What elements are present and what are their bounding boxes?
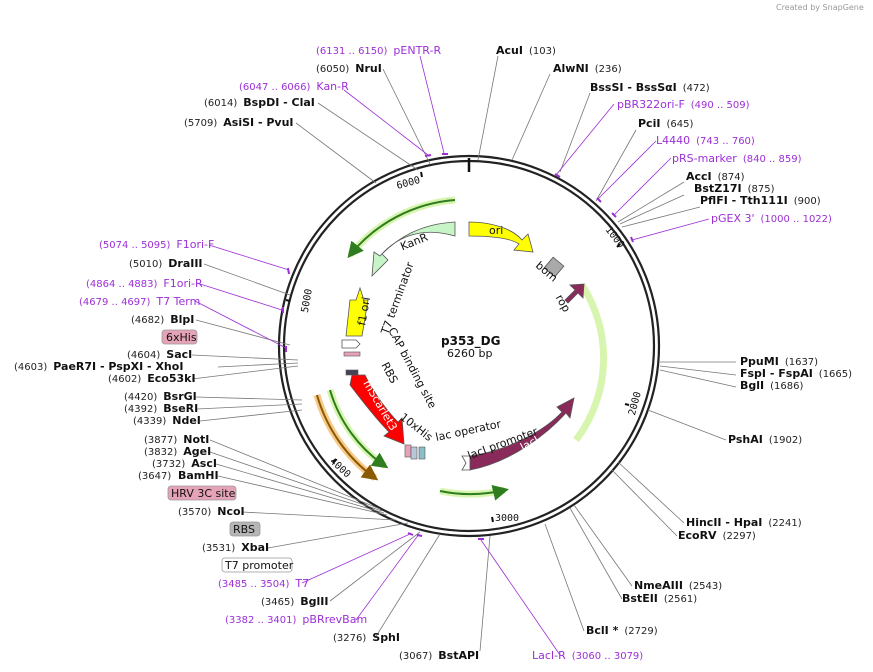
tick-6000: 6000: [395, 175, 421, 192]
laci-direction-halo: [573, 283, 608, 443]
primer-t7-term: (4679 .. 4697)T7 Term: [79, 295, 200, 308]
site-bgli: BglI(1686): [740, 379, 803, 392]
tick-3000: 3000: [495, 513, 519, 524]
sixhis-tag-mark: [404, 444, 412, 458]
t7-promoter-label: T7 promoter: [224, 559, 294, 572]
site-asci: (3732)AscI: [152, 457, 217, 470]
mscarlet-feature[interactable]: [349, 374, 405, 445]
primer-f1ori-f: (5074 .. 5095)F1ori-F: [99, 238, 214, 251]
site-pflfi: PflFI - Tth111I(900): [700, 194, 821, 207]
f1ori-label: f1 ori: [355, 296, 373, 327]
primer-marks: [282, 153, 634, 540]
hrv-region-arrow: [316, 394, 379, 481]
primer-kan-r: (6047 .. 6066)Kan-R: [239, 80, 349, 93]
rbs-mark: [418, 446, 426, 460]
primer-pgex3: pGEX 3'(1000 .. 1022): [711, 212, 832, 225]
site-nmeaiii: NmeAIII(2543): [634, 579, 722, 592]
rbs-inner-label: RBS: [379, 360, 401, 386]
site-agei: (3832)AgeI: [144, 445, 211, 458]
rbs-box: [229, 521, 261, 537]
site-alwni: AlwNI(236): [553, 62, 622, 75]
site-sphi: (3276)SphI: [333, 631, 400, 644]
credit-text: Created by SnapGene: [776, 3, 864, 12]
rop-feature[interactable]: [564, 283, 585, 304]
kanr-direction-arrow: [347, 199, 456, 259]
hrv-box: [167, 485, 237, 501]
sixhis-box: [161, 329, 198, 345]
t7-term-mark: [343, 351, 361, 357]
laci-feature[interactable]: [469, 397, 575, 471]
site-bsssi: BssSI - BssSαI(472): [590, 81, 710, 94]
site-bsrgi: (4420)BsrGI: [124, 390, 197, 403]
primer-leader-lines: [194, 55, 710, 656]
site-bseri: (4392)BseRI: [124, 402, 198, 415]
site-pcii: PciI(645): [638, 117, 693, 130]
hrv-site-mark: [410, 446, 418, 460]
primer-l4440: L4440(743 .. 760): [656, 134, 755, 147]
site-ecorv: EcoRV(2297): [678, 529, 756, 542]
ori-feature[interactable]: [468, 221, 534, 253]
lacZ-direction-arrow: [439, 484, 509, 501]
primer-pbrrevbam: (3382 .. 3401)pBRrevBam: [225, 613, 367, 626]
site-bcli: BclI *(2729): [586, 624, 658, 637]
f1ori-feature[interactable]: [345, 286, 369, 337]
site-bstz17i: BstZ17I(875): [694, 182, 775, 195]
tick-1000: 1000: [603, 225, 627, 251]
kanr-label: KanR: [398, 230, 430, 253]
cap-site-mark: [341, 339, 361, 349]
site-bsteii: BstEII(2561): [622, 592, 697, 605]
primer-pentr-r: (6131 .. 6150)pENTR-R: [316, 44, 441, 57]
sixhis-label: 6xHis: [166, 331, 197, 344]
site-paer7i: (4603)PaeR7I - PspXI - XhoI: [14, 360, 183, 373]
rbs-inner-mark: [345, 369, 359, 376]
site-ncoi: (3570)NcoI: [178, 505, 245, 518]
t7-promoter-box: [221, 557, 293, 573]
site-blpi: (4682)BlpI: [131, 313, 194, 326]
site-bglii: (3465)BglII: [261, 595, 328, 608]
primer-laci-r: LacI-R(3060 .. 3079): [532, 649, 643, 662]
tick-5000: 5000: [300, 288, 315, 314]
backbone-outer: [277, 154, 661, 538]
rbs-box-label: RBS: [233, 523, 255, 536]
tick-marks: [285, 171, 630, 523]
leader-lines: [191, 55, 737, 652]
laci-promoter-feature[interactable]: [461, 455, 471, 471]
site-nrui: (6050)NruI: [316, 62, 382, 75]
site-noti: (3877)NotI: [144, 433, 209, 446]
site-bstapi: (3067)BstAPI: [399, 649, 479, 662]
site-eco53ki: (4602)Eco53kI: [108, 372, 196, 385]
bom-feature[interactable]: [543, 256, 565, 278]
primer-t7: (3485 .. 3504)T7: [218, 577, 309, 590]
mscarlet-direction-arrow: [329, 389, 389, 469]
kanr-feature[interactable]: [371, 221, 456, 278]
primer-prs-marker: pRS-marker(840 .. 859): [672, 152, 802, 165]
plasmid-size: 6260 bp: [447, 347, 492, 360]
site-asisi: (5709)AsiSI - PvuI: [184, 116, 294, 129]
site-bamhi: BamHI: [178, 469, 219, 482]
site-pshai: PshAI(1902): [728, 433, 802, 446]
plasmid-name: p353_DG: [441, 334, 500, 349]
site-draiii: (5010)DraIII: [129, 257, 203, 270]
primer-pbr322ori-f: pBR322ori-F(490 .. 509): [617, 98, 750, 111]
site-ndei: (4339)NdeI: [133, 414, 201, 427]
site-bspdi: (6014)BspDI - ClaI: [204, 96, 315, 109]
site-saci: (4604)SacI: [127, 348, 192, 361]
ori-label: ori: [489, 224, 503, 237]
site-bamhi-pos: (3647): [138, 471, 171, 482]
site-fspi: FspI - FspAI(1665): [740, 367, 852, 380]
site-acci: AccI(874): [686, 170, 745, 183]
site-hincii: HincII - HpaI(2241): [686, 516, 802, 529]
site-acui: AcuI(103): [496, 44, 556, 57]
primer-f1ori-r: (4864 .. 4883)F1ori-R: [86, 277, 203, 290]
site-ppumi: PpuMI(1637): [740, 355, 818, 368]
site-xbai: (3531)XbaI: [202, 541, 269, 554]
hrv-label: HRV 3C site: [171, 487, 236, 500]
